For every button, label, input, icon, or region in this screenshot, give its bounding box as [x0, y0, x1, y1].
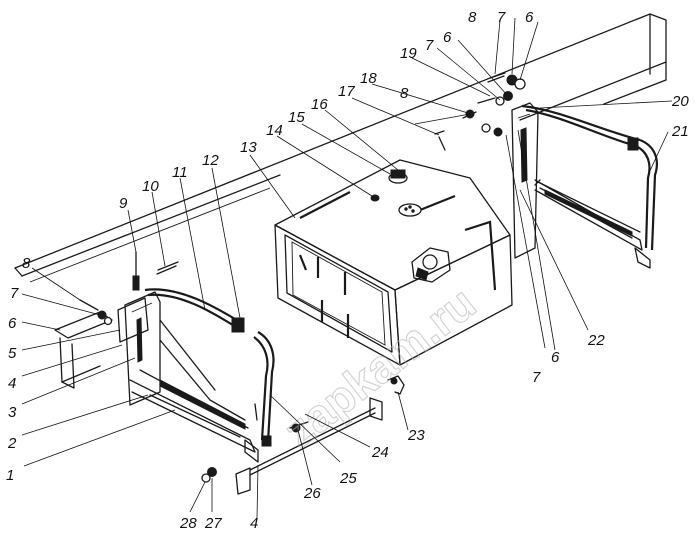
- callout-11: 11: [172, 164, 188, 181]
- callout-17: 17: [338, 83, 355, 100]
- callout-14: 14: [266, 122, 283, 139]
- callout-25: 25: [339, 470, 357, 487]
- callout-7: 7: [10, 285, 19, 302]
- callout-21: 21: [671, 123, 689, 140]
- fuel-tank: [274, 159, 513, 366]
- callout-22: 22: [587, 332, 605, 349]
- callout-3: 3: [8, 404, 17, 421]
- callout-9: 9: [119, 195, 128, 212]
- callout-18: 18: [360, 70, 377, 87]
- callout-16: 16: [311, 96, 328, 113]
- front-tank-bracket: [54, 251, 275, 463]
- callout-24: 24: [371, 444, 389, 461]
- callout-8: 8: [468, 9, 477, 26]
- callout-7: 7: [532, 369, 541, 386]
- callout-6: 6: [8, 315, 17, 332]
- callout-8: 8: [400, 85, 409, 102]
- callout-2: 2: [7, 435, 17, 452]
- callout-8: 8: [22, 255, 31, 272]
- callout-4: 4: [250, 515, 258, 532]
- callout-19: 19: [400, 45, 417, 62]
- callout-6: 6: [551, 349, 560, 366]
- frame-rail: [14, 13, 667, 283]
- callout-7: 7: [425, 37, 434, 54]
- callout-28: 28: [179, 515, 197, 532]
- callout-27: 27: [204, 515, 222, 532]
- callout-6: 6: [443, 29, 452, 46]
- callout-15: 15: [288, 109, 305, 126]
- callout-23: 23: [407, 427, 425, 444]
- callout-5: 5: [8, 345, 17, 362]
- callout-26: 26: [303, 485, 321, 502]
- callout-20: 20: [671, 93, 689, 110]
- callout-7: 7: [497, 9, 506, 26]
- callout-4: 4: [8, 375, 16, 392]
- rear-tank-bracket: [434, 72, 658, 269]
- callout-13: 13: [240, 139, 257, 156]
- callout-1: 1: [6, 467, 14, 484]
- callout-labels: 1 2 3 4 4 5 6 6 6 6 7 7 7 7 8 8 8 9 10 1…: [6, 9, 689, 532]
- callout-10: 10: [142, 178, 159, 195]
- callout-12: 12: [202, 152, 219, 169]
- leader-lines: [21, 17, 673, 519]
- callout-6: 6: [525, 9, 534, 26]
